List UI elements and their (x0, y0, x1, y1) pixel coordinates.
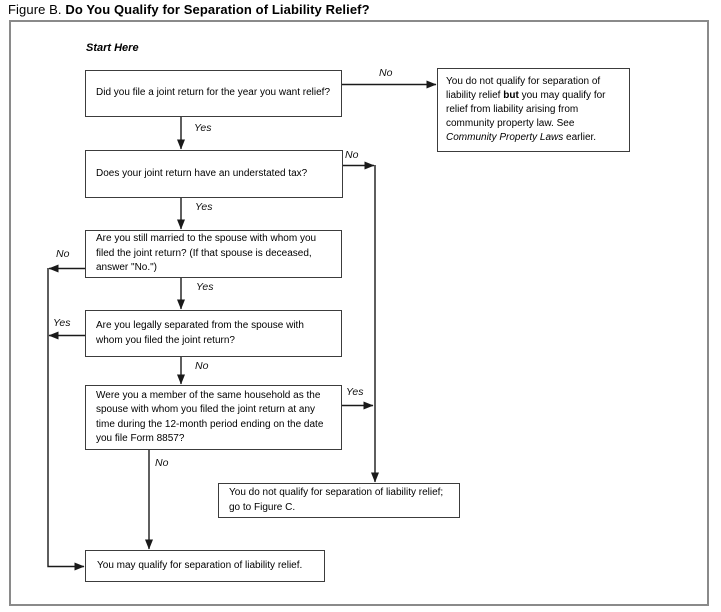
question-box-still-married: Are you still married to the spouse with… (85, 230, 342, 278)
start-here-label: Start Here (86, 42, 139, 54)
question-box-understated-tax: Does your joint return have an understat… (85, 150, 343, 198)
outcome-seg-italic: Community Property Laws (446, 132, 564, 143)
question-text: Are you legally separated from the spous… (96, 320, 304, 346)
outcome-seg: You do not qualify for separation of lia… (446, 76, 601, 101)
outcome-seg: you may qualify for relief from liabilit… (446, 90, 606, 129)
question-box-same-household: Were you a member of the same household … (85, 385, 342, 450)
figure-title-main: Do You Qualify for Separation of Liabili… (65, 2, 370, 17)
outcome-box-community-property: You do not qualify for separation of lia… (437, 68, 630, 152)
edge-label-q4-no: No (195, 360, 209, 372)
edge-label-q5-no: No (155, 457, 169, 469)
outcome-box-figure-c: You do not qualify for separation of lia… (218, 483, 460, 518)
question-text: Did you file a joint return for the year… (96, 87, 331, 99)
edge-label-q2-no: No (345, 149, 359, 161)
edge-label-q1-no: No (379, 67, 393, 79)
edge-label-q4-yes: Yes (53, 317, 71, 329)
figure-title-prefix: Figure B. (8, 2, 66, 17)
outcome-seg: earlier. (563, 132, 597, 143)
outcome-text: You do not qualify for separation of lia… (446, 75, 621, 145)
outcome-text: You may qualify for separation of liabil… (97, 559, 303, 571)
outcome-text: You do not qualify for separation of lia… (229, 487, 444, 513)
outcome-seg-bold: but (503, 90, 519, 101)
edge-label-q3-no: No (56, 248, 70, 260)
question-text: Are you still married to the spouse with… (96, 233, 317, 274)
edge-label-q3-yes: Yes (196, 281, 214, 293)
figure-title: Figure B. Do You Qualify for Separation … (8, 2, 370, 17)
edge-label-q2-yes: Yes (195, 201, 213, 213)
question-text: Does your joint return have an understat… (96, 167, 308, 179)
question-text: Were you a member of the same household … (96, 389, 324, 444)
edge-label-q1-yes: Yes (194, 122, 212, 134)
edge-label-q5-yes: Yes (346, 386, 364, 398)
question-box-joint-return: Did you file a joint return for the year… (85, 70, 342, 117)
outcome-box-may-qualify: You may qualify for separation of liabil… (85, 550, 325, 582)
question-box-legally-separated: Are you legally separated from the spous… (85, 310, 342, 357)
